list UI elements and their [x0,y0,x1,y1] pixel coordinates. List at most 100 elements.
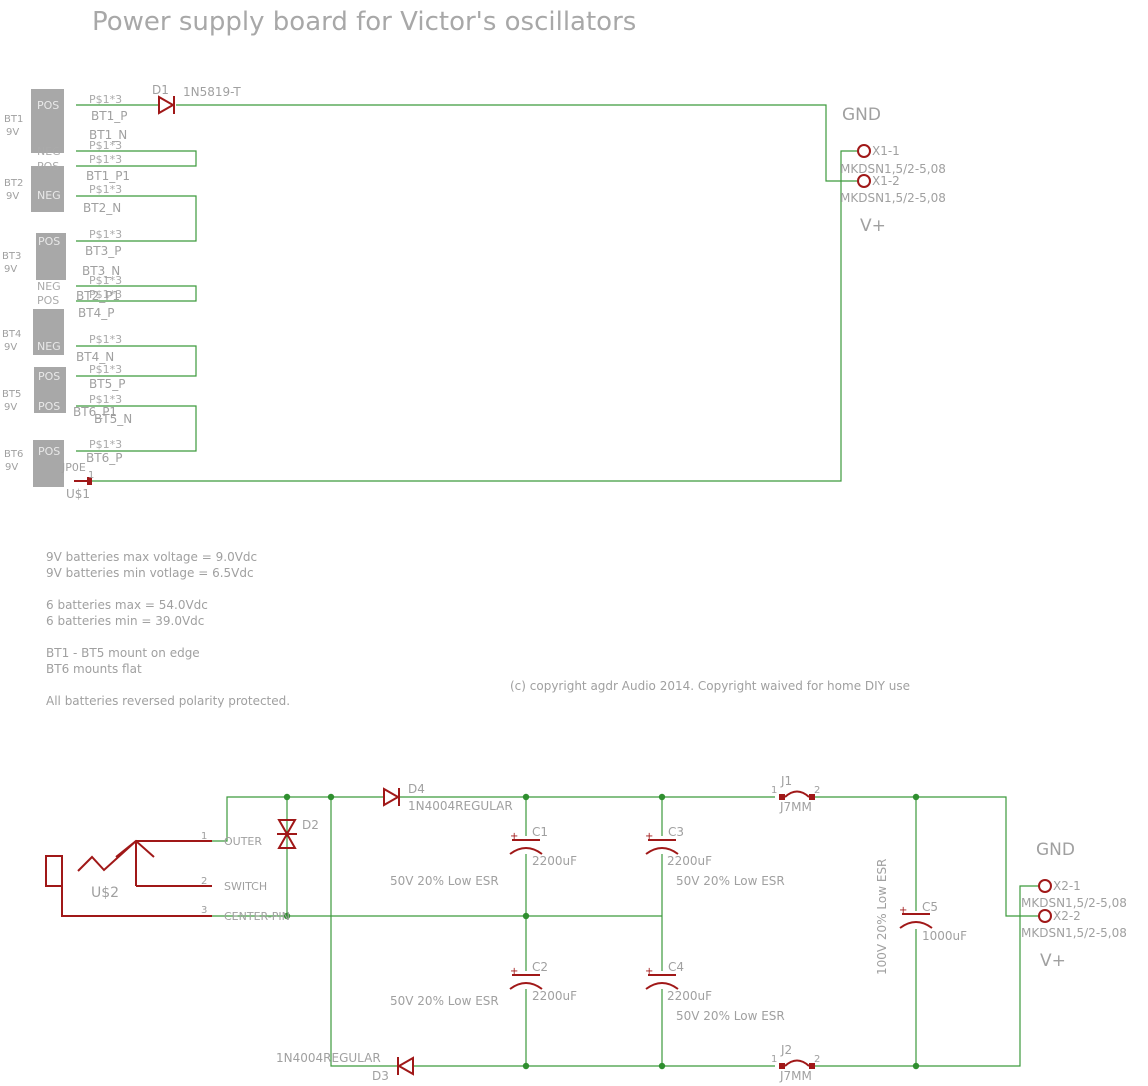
junction-dot [522,793,530,801]
junction-dot [522,1062,530,1070]
diode-d2: D2 [277,818,319,849]
part-name: C1 [532,825,548,839]
battery-bt5: POS POS BT5 9V [2,367,66,413]
battery-pin-top: POS [38,235,60,248]
part-label: MKDSN1,5/2-5,08 [840,191,946,205]
terminal-x1-1 [857,144,871,158]
battery-pin-bottom: NEG [37,280,61,293]
capacitor-c1: + C1 2200uF 50V 20% Low ESR [390,825,577,888]
battery-bt6: POS BT6 9V [4,440,64,487]
pad-label: P$1*3 [89,438,122,451]
jumper-j2: J2 1 2 J7MM [771,1043,820,1083]
capacitor-c3: + C3 2200uF 50V 20% Low ESR [645,825,785,888]
connector-x2: GND X2-1 MKDSN1,5/2-5,08 X2-2 MKDSN1,5/2… [1021,840,1127,971]
pin-label: CENTER-PIN [224,910,290,923]
net-label: BT1_P [91,109,127,123]
battery-pin-top: POS [37,160,59,173]
diode-body [158,95,176,115]
net-labels: BT1_P BT1_N BT1_P1 BT2_N BT3_P BT3_N BT2… [73,109,132,465]
wire-top-rail-b [815,796,1040,917]
jack-outer-contact [77,840,212,872]
net-label: BT6_P [86,451,122,465]
battery-value: 9V [4,402,17,413]
net-label: BT4_P [78,306,114,320]
junction-dot [658,793,666,801]
battery-body [31,89,64,153]
part-rating: 50V 20% Low ESR [390,874,499,888]
part-value: J7MM [779,800,812,814]
wire-loop-bt4-bt5 [76,345,197,377]
vplus-label: V+ [860,216,886,236]
page-title: Power supply board for Victor's oscillat… [92,7,636,37]
note-line: 6 batteries max = 54.0Vdc [46,598,208,612]
battery-pin-bottom: POS [38,400,60,413]
battery-name: BT4 [2,329,21,340]
pad-label: P$1*3 [89,333,122,346]
junction-dot [522,912,530,920]
battery-bt4: POS NEG BT4 9V [2,294,64,355]
part-name: J1 [780,774,792,788]
pin-label: X1-1 [872,144,900,158]
battery-value: 9V [6,191,19,202]
part-value: 2200uF [667,854,712,868]
part-name: C3 [668,825,684,839]
part-name: D3 [372,1069,389,1083]
net-label: BT6_P1 [73,405,117,419]
cap-plate-neg [509,847,543,855]
cap-plate-neg [509,982,543,990]
note-line: 9V batteries max voltage = 9.0Vdc [46,550,257,564]
net-label: BT2_P1 [76,289,120,303]
part-rating: 50V 20% Low ESR [390,994,499,1008]
junctions [283,793,920,1070]
terminal-x2-1 [1038,879,1052,893]
jumper-pad [779,1063,785,1069]
net-label: BT3_N [82,264,120,278]
battery-pin-top: POS [38,445,60,458]
battery-value: 9V [4,342,17,353]
capacitor-c4: + C4 2200uF 50V 20% Low ESR [645,960,785,1023]
pad-label: P$1*3 [89,183,122,196]
capacitor-c2: + C2 2200uF 50V 20% Low ESR [390,960,577,1008]
part-name: U$2 [91,885,119,901]
junction-dot [912,1062,920,1070]
diode-body-bottom [277,831,297,849]
junction-dot [283,912,291,920]
jumper-link [784,790,810,798]
battery-value: 9V [4,264,17,275]
polarity-mark: + [510,966,518,977]
pin-number: 3 [201,905,207,916]
gnd-label: GND [1036,840,1075,860]
wire-left-bus [330,797,398,1067]
jumper-u1: JP0E 1 U$1 [61,461,94,501]
junction-dot [658,1062,666,1070]
polarity-mark: + [899,905,907,916]
wire-d1-to-x1-2 [176,104,858,182]
battery-body [33,440,64,487]
pad-label: P$1*3 [89,153,122,166]
part-rating: 50V 20% Low ESR [676,874,785,888]
note-line: BT1 - BT5 mount on edge [46,646,200,660]
net-label: BT2_N [83,201,121,215]
notes-block: 9V batteries max voltage = 9.0Vdc 9V bat… [46,550,290,708]
polarity-mark: + [645,831,653,842]
pin-number: 1 [201,831,207,842]
connector-x1: GND X1-1 MKDSN1,5/2-5,08 X1-2 MKDSN1,5/2… [840,105,946,236]
battery-name: BT1 [4,114,23,125]
junction-dot [283,793,291,801]
pad-label: P$1*3 [89,139,122,152]
polarity-mark: + [645,966,653,977]
note-line: 6 batteries min = 39.0Vdc [46,614,204,628]
pin-label: X2-1 [1053,879,1081,893]
part-value: 2200uF [532,854,577,868]
battery-pin-bottom: NEG [37,340,61,353]
note-line: 9V batteries min votlage = 6.5Vdc [46,566,254,580]
junction-dot [327,793,335,801]
terminal-x2-2 [1038,909,1052,923]
diode-body [396,1056,414,1076]
jumper-pad [87,477,92,485]
note-line: BT6 mounts flat [46,662,142,676]
battery-pin-top: POS [37,99,59,112]
pad-label: P$1*3 [89,363,122,376]
battery-name: BT5 [2,389,21,400]
